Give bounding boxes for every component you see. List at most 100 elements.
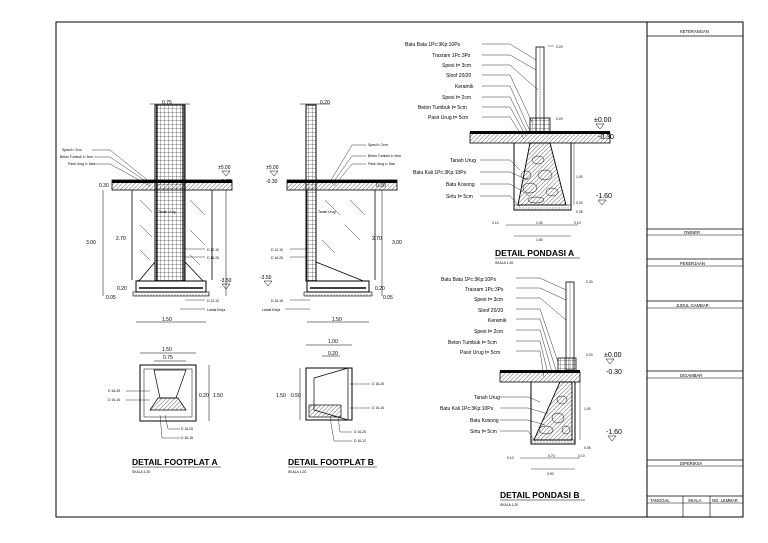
fpb-lab-r1: D 12-10 (271, 248, 283, 252)
pondasi-a: Batu Bata 1Pc:3Kp:10Ps Trasram 1Pc:3Ps S… (405, 42, 614, 265)
pb-lab-0: Batu Bata 1Pc:3Kp:10Ps (441, 277, 497, 283)
tb-tanggal: TANGGAL (650, 498, 670, 503)
pa-dim-top: 0.20 (556, 45, 563, 49)
fpb-scale: SKALA 1:20 (288, 470, 306, 474)
fpb-lvl-000: ±0.00 (266, 165, 279, 171)
tb-skala: SKALA (688, 498, 702, 503)
pb-lab-4: Keramik (488, 318, 507, 324)
fpb-plan-h: 1.50 (276, 393, 286, 399)
fpa-dim-top: 0.75 (162, 100, 172, 106)
fpa-plan-l3: D 16-25 (181, 427, 193, 431)
fpa-plan-w: 1.50 (162, 347, 172, 353)
pb-lab-5: Spesi t= 2cm (474, 329, 503, 335)
pa-dim-w2: 1.30 (536, 221, 543, 225)
pb-dim-w3: 0.10 (578, 454, 585, 458)
fpa-lab-r3: D 12-12 (207, 299, 219, 303)
tb-no-lembar: NO. LEMBAR (712, 498, 738, 503)
fpa-dim-h2: 2.70 (116, 236, 126, 242)
pondasi-b: Batu Bata 1Pc:3Kp:10Ps Trasram 1Pc:3Ps S… (440, 277, 622, 507)
fpa-plan-l4: D 16-15 (181, 436, 193, 440)
pa-lab-1: Trasram 1Pc:3Ps (432, 53, 471, 59)
pa-lvl-160: -1.60 (596, 193, 612, 200)
fpa-lvl-350: -3.50 (220, 278, 232, 284)
pa-lab-5: Spesi t= 2cm (442, 95, 471, 101)
fpb-dim-w: 1.50 (332, 317, 342, 323)
fpa-lvl-000: ±0.00 (218, 165, 231, 171)
fpa-dim-020: 0.20 (117, 286, 127, 292)
tb-digambar: DIGAMBAR (680, 373, 702, 378)
pb-lab2-0: Tanah Urug (474, 395, 500, 401)
pa-lab2-0: Tanah Urug (450, 158, 476, 164)
fpb-dim-top: 0.20 (320, 100, 330, 106)
pa-lab-3: Sloof 20/20 (446, 73, 472, 79)
fpb-lvl-350: -3.50 (260, 275, 272, 281)
fpb-dim-030: 0.30 (376, 183, 386, 189)
fpb-plan-l3: D 16-25 (354, 430, 366, 434)
pa-dim-05: 0.05 (576, 210, 583, 214)
tb-keterangan: KETERANGAN (680, 29, 709, 34)
tb-owner: OWNER (684, 230, 700, 235)
pb-dim-05: 0.05 (584, 446, 591, 450)
fpb-plan-l1: D 16-25 (372, 382, 384, 386)
pb-lvl-000: ±0.00 (604, 352, 622, 359)
title-block: KETERANGAN OWNER PEKERJAAN JUDUL GAMBAR … (647, 29, 743, 517)
pa-dim-w3: 0.10 (574, 221, 581, 225)
fpb-lab-tanah: Tanah Urug (318, 210, 336, 214)
tb-judul: JUDUL GAMBAR (676, 303, 709, 308)
fpb-lab-spesi: Spesi t= 2cm (368, 143, 388, 147)
pb-lab-3: Sloof 20/20 (478, 308, 504, 314)
fpa-lab-r2: D 16-25 (207, 256, 219, 260)
fpa-lab-lantai: Lantai Kerja (207, 308, 225, 312)
fpb-lab-r2: D 16-25 (271, 256, 283, 260)
sheet-border (55, 21, 744, 518)
fpa-lab-beton: Beton Tumbuk t= 5cm (60, 155, 93, 159)
fpa-plan-020: 0.20 (199, 393, 209, 399)
pa-lab2-2: Batu Kosong (446, 182, 475, 188)
fpb-lab-lantai: Lantai Kerja (262, 308, 280, 312)
pb-lab2-3: Sirtu t= 5cm (470, 429, 497, 435)
pa-scale: SKALA 1:20 (495, 261, 513, 265)
fpb-plan-w: 1.00 (328, 339, 338, 345)
fpb-lvl-030: -0.30 (266, 179, 278, 185)
footplat-a-plan: 1.50 0.75 1.50 0.20 D 16-25 D 16-15 D 16… (108, 347, 223, 474)
fpa-plan-h: 1.50 (213, 393, 223, 399)
pb-dim-020: 0.20 (586, 353, 593, 357)
fpa-title: DETAIL FOOTPLAT A (132, 457, 218, 467)
pb-dim-h: 1.00 (584, 407, 591, 411)
pa-dim-c: 0.20 (576, 201, 583, 205)
fpb-lab-beton: Beton Tumbuk t= 5cm (368, 154, 401, 158)
pb-lab-1: Trasram 1Pc:3Ps (465, 287, 504, 293)
fpa-lvl-030: -0.30 (220, 179, 232, 185)
fpa-dim-005: 0.05 (106, 295, 116, 301)
pa-dim-w1: 0.10 (492, 221, 499, 225)
pa-dim-020: 0.20 (556, 117, 563, 121)
fpa-dim-h: 3.00 (86, 240, 96, 246)
pa-dim-h: 1.00 (576, 175, 583, 179)
fpb-plan-l4: D 16-12 (354, 439, 366, 443)
footplat-b-plan: 1.00 0.20 1.50 0.50 D 16-25 D 16-15 D 16… (276, 339, 384, 474)
fpa-plan-w2: 0.75 (163, 355, 173, 361)
fpb-lab-r3: D 16-15 (271, 299, 283, 303)
fpb-dim-020: 0.20 (375, 286, 385, 292)
pa-lab-7: Pasir Urug t= 5cm (428, 115, 468, 121)
pb-dim-w4: 0.90 (547, 472, 554, 476)
pb-dim-w2: 0.70 (548, 454, 555, 458)
pa-lab-4: Keramik (455, 84, 474, 90)
fpa-lab-tanah: Tanah Urug (158, 210, 176, 214)
fpa-dim-w: 1.50 (162, 317, 172, 323)
pb-title: DETAIL PONDASI B (500, 490, 580, 500)
fpa-scale: SKALA 1:20 (132, 470, 150, 474)
fpa-lab-pasir: Pasir Urug t= 5cm (68, 162, 95, 166)
pa-lab2-1: Batu Kali 1Pc:3Kp:10Ps (413, 170, 467, 176)
pa-lvl-030: -0.30 (598, 134, 614, 141)
pa-lab-6: Beton Tumbuk t= 5cm (418, 105, 467, 111)
fpa-lab-r1: D 12-10 (207, 248, 219, 252)
pb-lvl-160: -1.60 (606, 429, 622, 436)
pb-lab-2: Spesi t= 3cm (474, 297, 503, 303)
tb-pekerjaan: PEKERJAAN (680, 261, 705, 266)
pb-lab-7: Pasir Urug t= 5cm (460, 350, 500, 356)
pb-lab2-1: Batu Kali 1Pc:3Kp:10Ps (440, 406, 494, 412)
fpb-dim-h: 3.00 (392, 240, 402, 246)
pa-lab2-3: Sirtu t= 5cm (446, 194, 473, 200)
